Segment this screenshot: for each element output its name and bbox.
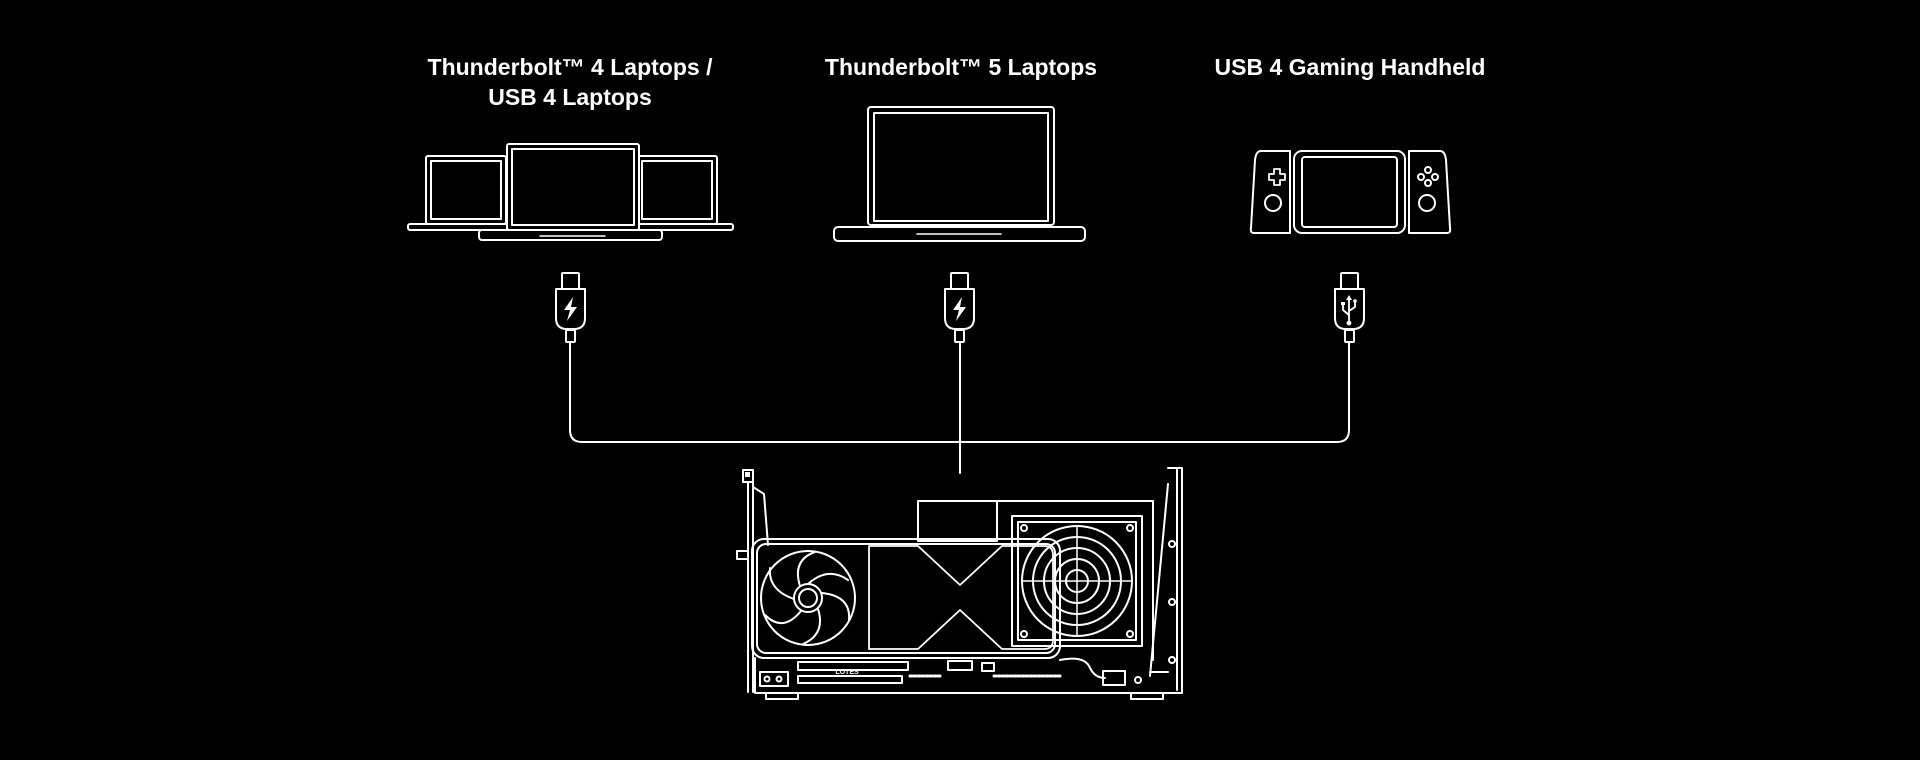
label-thunderbolt4-usb4-laptops: Thunderbolt™ 4 Laptops / USB 4 Laptops — [428, 52, 713, 112]
lightning-icon — [953, 297, 966, 321]
enclosure-brand-mark: LOTES — [835, 669, 859, 676]
laptop-center-icon — [478, 143, 663, 241]
connector-tb4 — [555, 272, 586, 343]
connector-usb4 — [1334, 272, 1365, 343]
egpu-enclosure-icon: LOTES — [736, 467, 1183, 700]
label-thunderbolt5-laptops: Thunderbolt™ 5 Laptops — [825, 52, 1097, 82]
psu-fan-icon — [1011, 515, 1143, 647]
lightning-icon — [564, 297, 577, 321]
laptop-group-icon — [407, 143, 734, 241]
label-usb4-gaming-handheld: USB 4 Gaming Handheld — [1215, 52, 1486, 82]
gpu-fan-icon — [760, 550, 856, 646]
connector-tb5 — [944, 272, 975, 343]
cable-lines — [569, 341, 1350, 474]
usb-icon — [1341, 295, 1357, 326]
label-line: USB 4 Laptops — [488, 84, 652, 110]
label-line: USB 4 Gaming Handheld — [1214, 54, 1486, 80]
gaming-handheld-icon — [1249, 150, 1452, 234]
graphics-card-icon — [751, 538, 1061, 659]
pcb-board: LOTES — [754, 657, 1183, 700]
laptop-large-icon — [833, 106, 1086, 242]
label-line: Thunderbolt™ 5 Laptops — [824, 54, 1098, 80]
label-line: Thunderbolt™ 4 Laptops / — [427, 54, 713, 80]
